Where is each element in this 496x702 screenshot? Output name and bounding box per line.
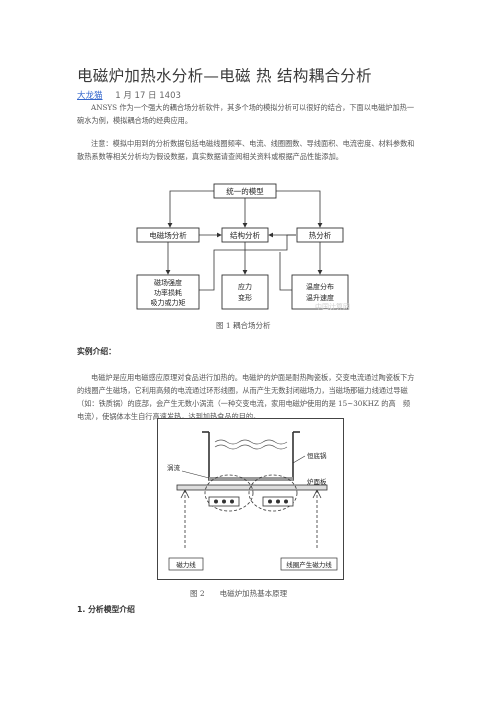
example-paragraph: 电磁炉是应用电磁感应原理对食品进行加热的。电磁炉的炉面是耐热陶瓷板，交变电流通过… [77, 373, 415, 421]
article-date: 1 月 17 日 1403 [115, 91, 181, 101]
structural-analysis-label: 结构分析 [230, 230, 260, 240]
thermal-result-line-1: 温度分布 [306, 282, 334, 291]
thermal-result-box [291, 274, 349, 310]
watermark-logo: 中国计算网 [315, 303, 350, 311]
author-link[interactable]: 大龙猫 [77, 91, 103, 101]
label-coil: 线圈产生磁力线 [286, 560, 332, 569]
em-result-box [136, 274, 200, 310]
article-title: 电磁炉加热水分析—电磁 热 结构耦合分析 [77, 67, 372, 85]
structural-result-line-1: 应力 [238, 282, 252, 291]
coupled-field-diagram: 统一的模型 电磁场分析 结构分析 热分析 磁场强度 功率损耗 吸力或力矩 应力 … [136, 183, 349, 310]
flux-label-box [168, 557, 204, 571]
label-flux: 磁力线 [176, 560, 196, 569]
figure-2-caption: 图 2 电磁炉加热基本原理 [190, 589, 288, 598]
schematic-frame [157, 418, 344, 580]
coil-label-box [280, 557, 338, 571]
section-heading-example: 实例介绍： [77, 347, 116, 356]
note-paragraph: 注意：模拟中用到的分析数据包括电磁线圈频率、电流、线圈圈数、导线面积、电流密度、… [77, 139, 415, 161]
structural-result-box [221, 274, 269, 310]
flux-loop-right [248, 474, 298, 512]
em-result-line-3: 吸力或力矩 [151, 298, 186, 307]
article-meta: 大龙猫 1 月 17 日 1403 [77, 89, 181, 101]
unified-model-label: 统一的模型 [226, 186, 264, 196]
intro-paragraph: ANSYS 作为一个强大的耦合场分析软件，其多个场的模拟分析可以很好的结合，下面… [77, 103, 415, 125]
em-result-line-1: 磁场强度 [154, 278, 182, 287]
label-vortex: 涡流 [167, 463, 181, 472]
structural-result-line-2: 变形 [238, 293, 252, 302]
figure-1-caption: 图 1 耦合场分析 [216, 321, 271, 330]
label-pot: 恒底锅 [307, 451, 327, 460]
water-surface [214, 439, 288, 445]
label-plate: 炉面板 [307, 477, 327, 486]
em-analysis-label: 电磁场分析 [149, 230, 187, 240]
thermal-analysis-label: 热分析 [309, 230, 332, 240]
em-result-line-2: 功率损耗 [154, 288, 182, 297]
flux-loop-left [204, 474, 254, 512]
thermal-result-line-2: 温升速度 [306, 293, 334, 302]
induction-cooker-schematic: 恒底锅 涡流 炉面板 磁力线 线圈产生磁力线 [157, 418, 344, 580]
section-heading-model: 1. 分析模型介绍 [77, 605, 135, 614]
pot-bottom [209, 477, 293, 481]
